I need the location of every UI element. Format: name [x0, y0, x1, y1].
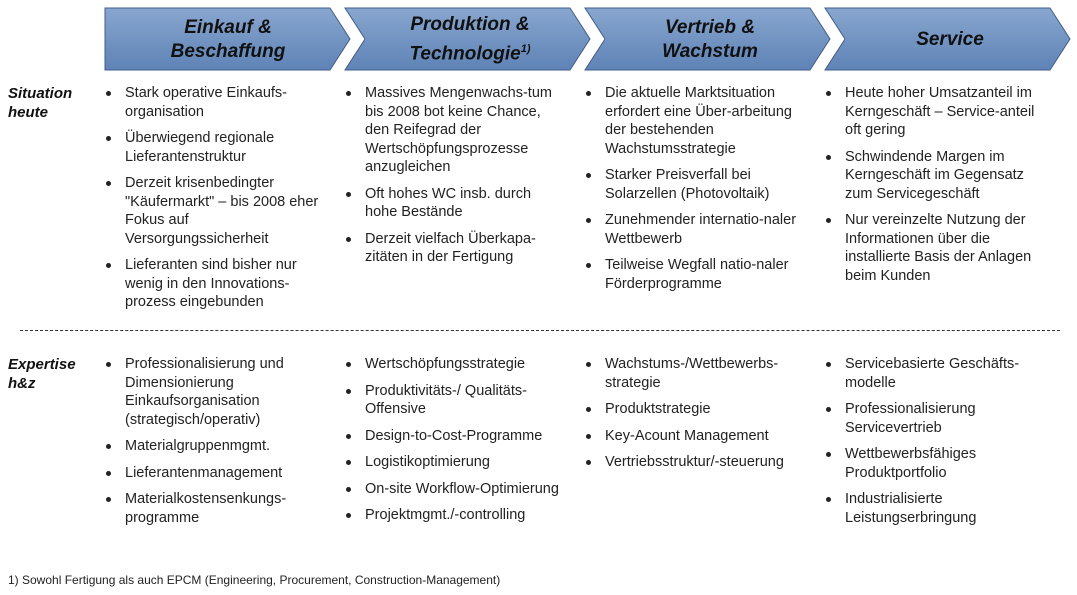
header-service: Service [832, 14, 1068, 66]
expertise-service-list: Servicebasierte Geschäfts-modelle Profes… [824, 355, 1044, 535]
header-line: Technologie1) [409, 43, 531, 65]
list-item: Starker Preisverfall bei Solarzellen (Ph… [584, 166, 804, 203]
chevron-service [824, 7, 1071, 71]
list-item: Logistikoptimierung [344, 453, 564, 472]
list-item: Projektmgmt./-controlling [344, 506, 564, 525]
list-item: Die aktuelle Marktsituation erfordert ei… [584, 84, 804, 158]
header-line: Beschaffung [170, 41, 286, 62]
list-item: Überwiegend regionale Lieferantenstruktu… [104, 129, 324, 166]
list-item: Zunehmender internatio-naler Wettbewerb [584, 211, 804, 248]
list-item: Industrialisierte Leistungserbringung [824, 490, 1044, 527]
header-line: Wachstum [662, 41, 758, 62]
list-item: Derzeit vielfach Überkapa-zitäten in der… [344, 230, 564, 267]
list-item: Wertschöpfungsstrategie [344, 355, 564, 374]
list-item: Servicebasierte Geschäfts-modelle [824, 355, 1044, 392]
list-item: Schwindende Margen im Kerngeschäft im Ge… [824, 148, 1044, 204]
situation-vertrieb-list: Die aktuelle Marktsituation erfordert ei… [584, 84, 804, 301]
list-item: Wettbewerbsfähiges Produktportfolio [824, 445, 1044, 482]
list-item: Professionalisierung Servicevertrieb [824, 400, 1044, 437]
list-item: Produktivitäts-/ Qualitäts-Offensive [344, 382, 564, 419]
expertise-produktion-list: Wertschöpfungsstrategie Produktivitäts-/… [344, 355, 564, 533]
list-item: Wachstums-/Wettbewerbs-strategie [584, 355, 804, 392]
header-einkauf: Einkauf & Beschaffung [110, 14, 346, 66]
header-line: Service [916, 29, 984, 50]
footnote: 1) Sowohl Fertigung als auch EPCM (Engin… [8, 573, 501, 587]
list-item: Teilweise Wegfall natio-naler Förderprog… [584, 256, 804, 293]
footnote-marker: 1) [520, 43, 531, 56]
header-produktion: Produktion & Technologie1) [352, 14, 588, 66]
list-item: Professionalisierung und Dimensionierung… [104, 355, 324, 429]
header-vertrieb: Vertrieb & Wachstum [592, 14, 828, 66]
row-label-expertise: Expertise h&z [8, 356, 76, 392]
row-label-situation: Situation heute [8, 85, 73, 121]
list-item: Lieferantenmanagement [104, 464, 324, 483]
list-item: Materialgruppenmgmt. [104, 437, 324, 456]
list-item: Produktstrategie [584, 400, 804, 419]
list-item: Lieferanten sind bisher nur wenig in den… [104, 256, 324, 312]
expertise-einkauf-list: Professionalisierung und Dimensionierung… [104, 355, 324, 535]
chevron-einkauf [104, 7, 351, 71]
list-item: Vertriebsstruktur/-steuerung [584, 453, 804, 472]
situation-einkauf-list: Stark operative Einkaufs-organisation Üb… [104, 84, 324, 320]
chevron-vertrieb [584, 7, 831, 71]
list-item: Heute hoher Umsatzanteil im Kerngeschäft… [824, 84, 1044, 140]
list-item: Oft hohes WC insb. durch hohe Bestände [344, 185, 564, 222]
list-item: Nur vereinzelte Nutzung der Informatione… [824, 211, 1044, 285]
process-chevrons [104, 7, 1071, 71]
situation-produktion-list: Massives Mengenwachs-tum bis 2008 bot ke… [344, 84, 564, 275]
list-item: Key-Acount Management [584, 427, 804, 446]
header-line: Vertrieb & [664, 17, 756, 38]
situation-service-list: Heute hoher Umsatzanteil im Kerngeschäft… [824, 84, 1044, 293]
chevron-produktion [344, 7, 591, 71]
list-item: Stark operative Einkaufs-organisation [104, 84, 324, 121]
list-item: Derzeit krisenbedingter "Käufermarkt" – … [104, 174, 324, 248]
header-line: Einkauf & [184, 17, 272, 38]
list-item: Massives Mengenwachs-tum bis 2008 bot ke… [344, 84, 564, 177]
list-item: On-site Workflow-Optimierung [344, 480, 564, 499]
list-item: Design-to-Cost-Programme [344, 427, 564, 446]
expertise-vertrieb-list: Wachstums-/Wettbewerbs-strategie Produkt… [584, 355, 804, 480]
list-item: Materialkostensenkungs-programme [104, 490, 324, 527]
section-divider [20, 330, 1060, 331]
header-line: Produktion & [410, 14, 530, 36]
